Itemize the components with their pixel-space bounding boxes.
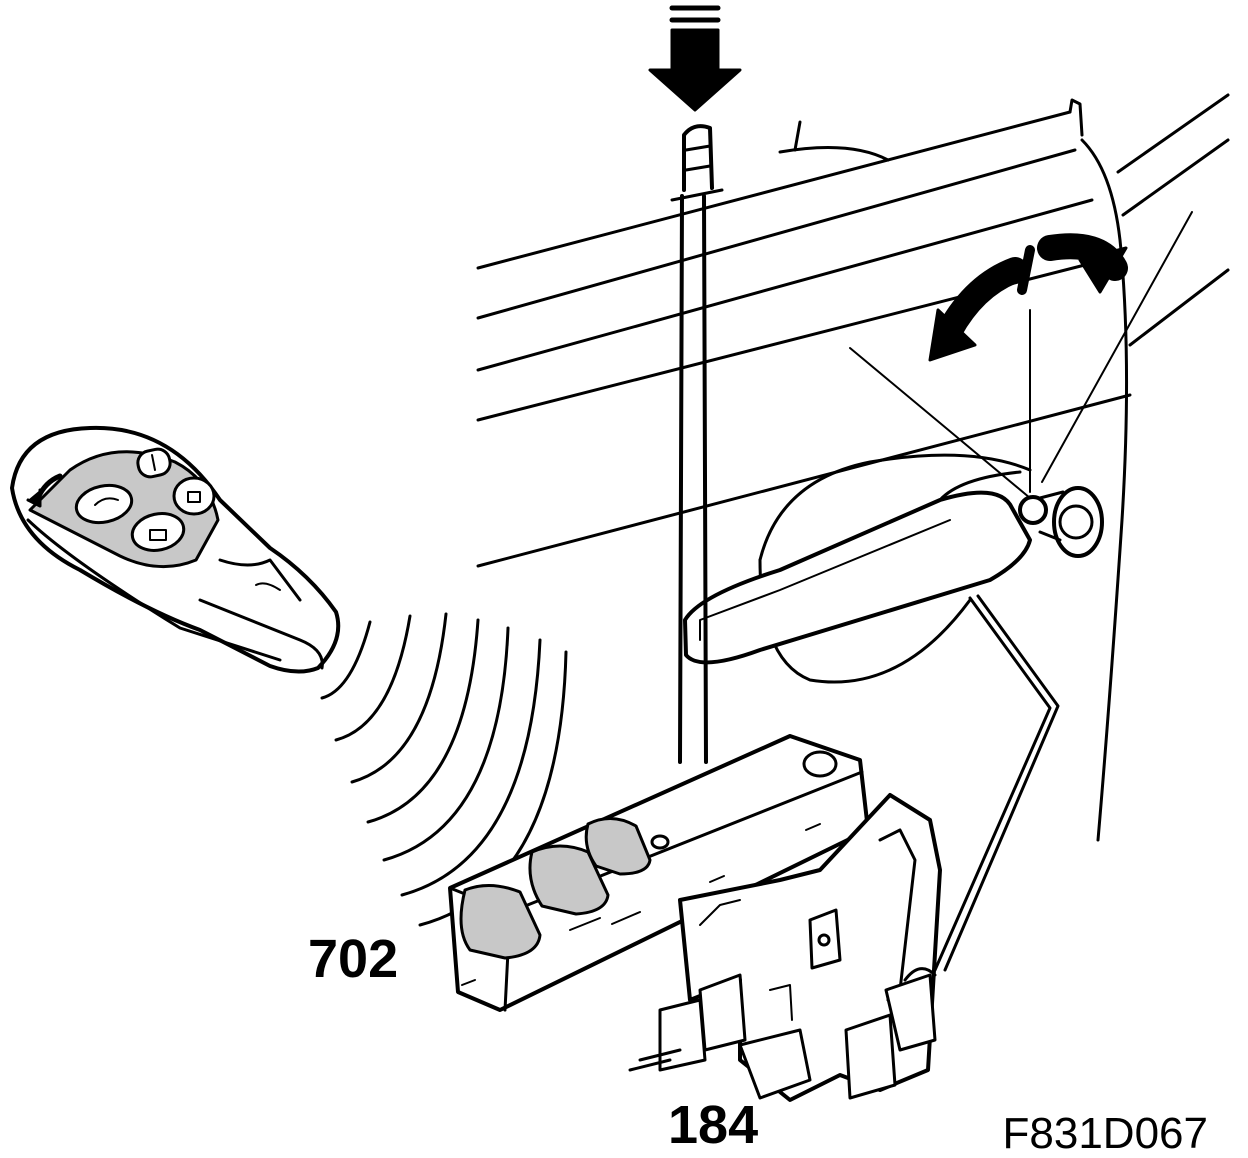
door-panel — [476, 93, 1230, 842]
signal-waves-icon — [320, 612, 568, 927]
lock-mechanism — [628, 793, 942, 1102]
press-down-arrow-icon — [648, 5, 742, 112]
window-switch-panel — [448, 734, 870, 1012]
lock-knob-and-rod — [670, 124, 724, 764]
remote-key-fob — [10, 425, 341, 674]
leader-lines — [849, 211, 1193, 499]
lock-direction-arrows-icon — [928, 233, 1128, 493]
part-number-702-label: 702 — [308, 929, 399, 989]
figure-code-label: F831D067 — [1002, 1109, 1208, 1158]
lock-cylinder — [1018, 486, 1104, 558]
part-number-184-label: 184 — [668, 1095, 759, 1155]
cable — [933, 594, 1060, 972]
door-handle — [683, 453, 1032, 684]
